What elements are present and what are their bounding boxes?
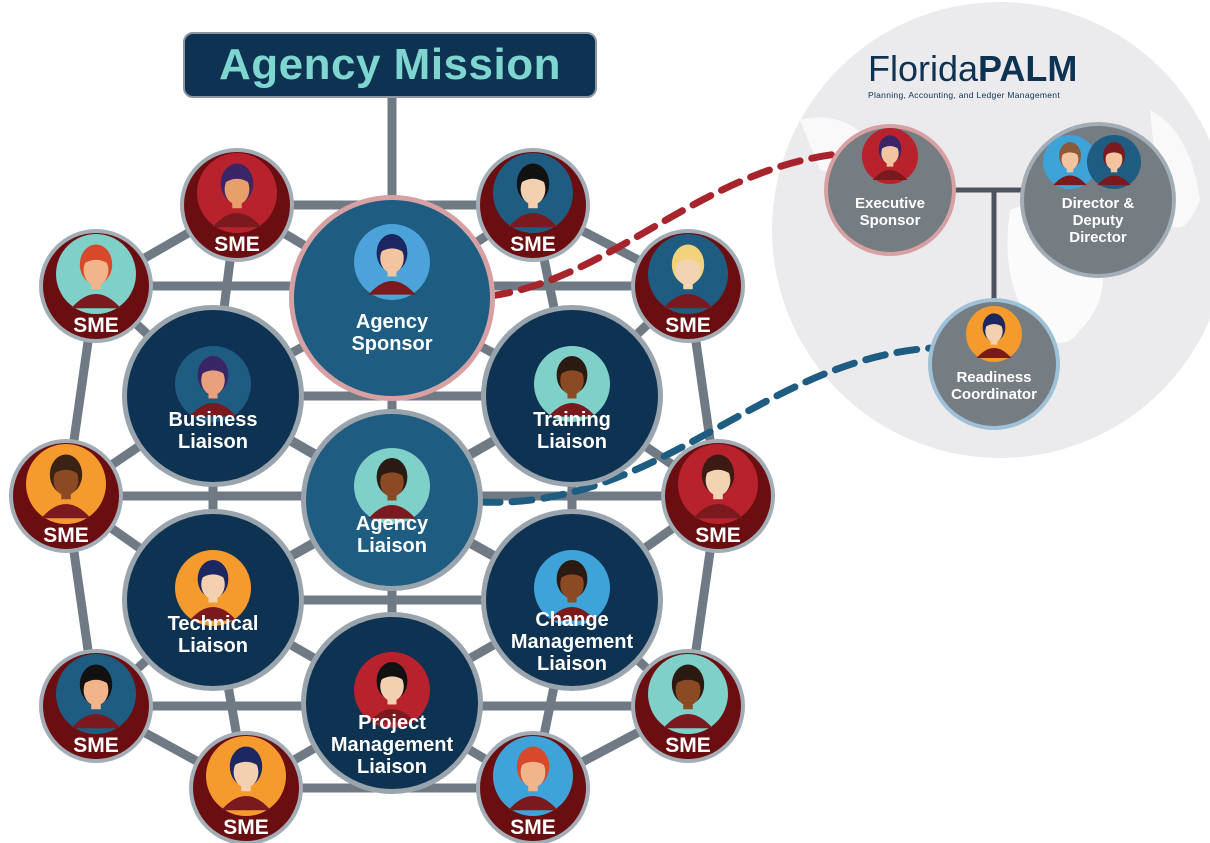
node-label: Training [533, 409, 611, 431]
sme-node: SME [9, 439, 123, 553]
node-label: Liaison [537, 653, 607, 675]
florida-palm-logo: FloridaPALM Planning, Accounting, and Le… [868, 50, 1128, 101]
sme-node: SME [631, 229, 745, 343]
node-label: Management [511, 631, 634, 653]
agency-mission-banner: Agency Mission [183, 32, 597, 98]
sme-node: SME [180, 148, 294, 262]
person-avatar-icon [493, 736, 573, 816]
node-label: Executive [855, 195, 925, 212]
sme-label: SME [73, 314, 119, 337]
logo-word-florida: Florida [868, 48, 979, 89]
sponsor-dashed-link [486, 150, 842, 300]
sme-node: SME [476, 148, 590, 262]
node-label: Liaison [178, 635, 248, 657]
person-avatar-icon [966, 306, 1022, 362]
sme-label: SME [73, 734, 119, 757]
person-avatar-icon [175, 550, 251, 626]
sme-label: SME [223, 816, 269, 839]
sme-node: SME [661, 439, 775, 553]
node-label: Liaison [357, 756, 427, 778]
person-avatar-icon [1043, 135, 1097, 189]
sme-label: SME [510, 816, 556, 839]
person-avatar-icon [534, 346, 610, 422]
person-avatar-icon [678, 444, 758, 524]
person-avatar-icon [354, 448, 430, 524]
person-avatar-icon [862, 128, 918, 184]
node-label: Agency [356, 311, 429, 333]
node-label: Director & [1062, 195, 1135, 212]
logo-word-palm: PALM [978, 48, 1078, 89]
person-avatar-icon [1087, 135, 1141, 189]
sme-label: SME [695, 524, 741, 547]
node-label: Change [535, 609, 608, 631]
sme-label: SME [665, 314, 711, 337]
person-avatar-icon [354, 224, 430, 300]
person-avatar-icon [354, 652, 430, 728]
node-label: Deputy [1073, 212, 1124, 229]
sme-label: SME [665, 734, 711, 757]
node-label: Liaison [357, 535, 427, 557]
globe-background [772, 2, 1210, 458]
node-label: Sponsor [860, 212, 921, 229]
person-avatar-icon [175, 346, 251, 422]
node-label: Coordinator [951, 386, 1037, 403]
node-label: Management [331, 734, 454, 756]
node-label: Business [169, 409, 258, 431]
sme-node: SME [631, 649, 745, 763]
node-label: Agency [356, 513, 429, 535]
node-label: Director [1069, 229, 1127, 246]
logo-tagline: Planning, Accounting, and Ledger Managem… [868, 90, 1061, 100]
logo-wordmark: FloridaPALM [868, 50, 1128, 88]
node-label: Technical [168, 613, 259, 635]
dashed-connectors [476, 150, 936, 506]
person-avatar-icon [197, 153, 277, 233]
person-avatar-icon [26, 444, 106, 524]
sme-label: SME [214, 233, 260, 256]
sme-label: SME [43, 524, 89, 547]
person-avatar-icon [493, 153, 573, 233]
person-avatar-icon [206, 736, 286, 816]
node-label: Project [358, 712, 426, 734]
person-avatar-icon [648, 234, 728, 314]
agency-mission-title: Agency Mission [219, 40, 561, 89]
person-avatar-icon [56, 654, 136, 734]
person-avatar-icon [56, 234, 136, 314]
liaison-dashed-link [476, 344, 936, 506]
sme-node: SME [476, 731, 590, 843]
sme-label: SME [510, 233, 556, 256]
node-label: Liaison [537, 431, 607, 453]
person-avatar-icon [648, 654, 728, 734]
sme-node: SME [39, 229, 153, 343]
person-avatar-icon [534, 550, 610, 626]
node-label: Sponsor [351, 333, 432, 355]
node-label: Readiness [956, 369, 1031, 386]
sme-node: SME [39, 649, 153, 763]
sme-node: SME [189, 731, 303, 843]
node-label: Liaison [178, 431, 248, 453]
